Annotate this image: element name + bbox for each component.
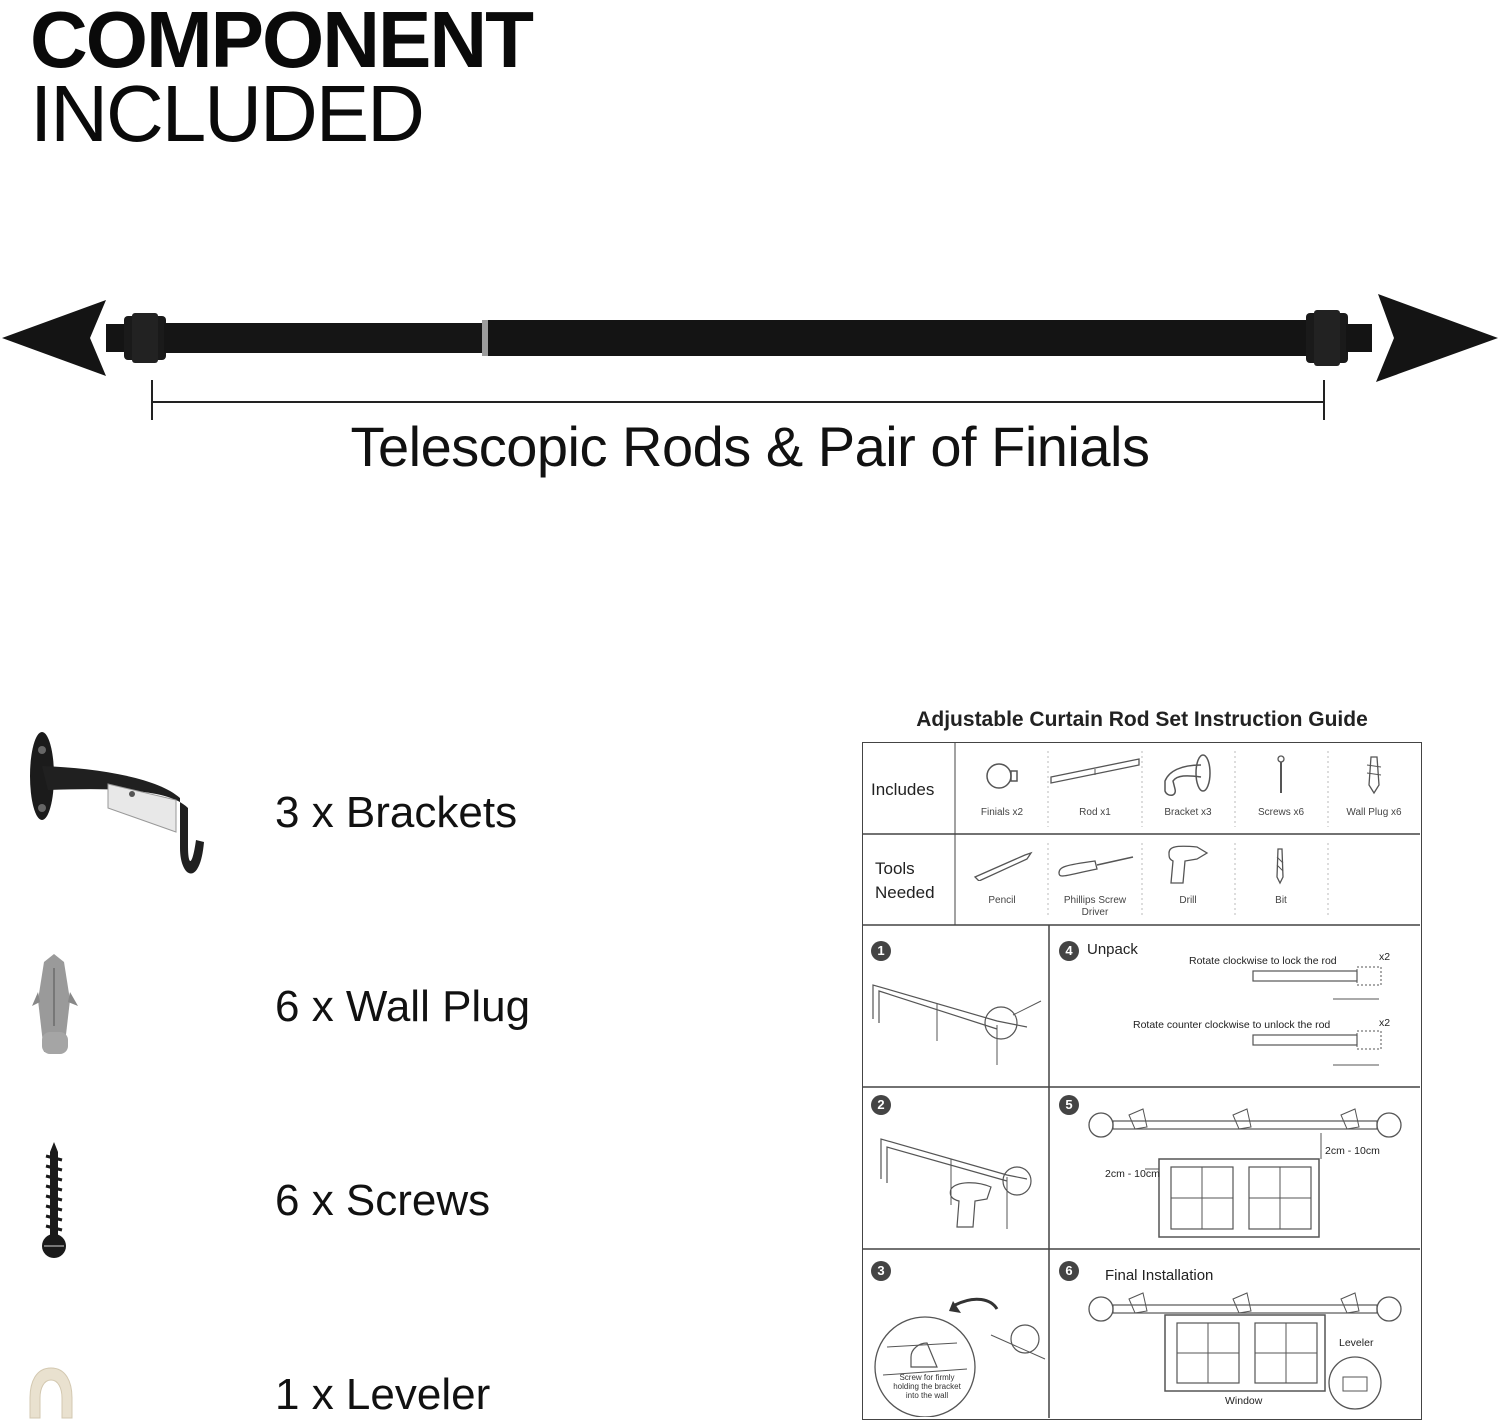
pencil-icon: [973, 851, 1033, 881]
rod-icon: [1050, 758, 1140, 784]
step-1-illustration: [872, 984, 1042, 1065]
title-included: INCLUDED: [30, 69, 425, 158]
includes-wall-plug: Wall Plug x6: [1346, 807, 1402, 818]
drill-bit-icon: [1276, 848, 1284, 885]
step-4-badge: 4: [1059, 941, 1079, 961]
step-6-leveler-label: Leveler: [1339, 1337, 1374, 1349]
step-3-note-line-3: into the wall: [905, 1391, 949, 1400]
step-3-note-line-1: Screw for firmly: [899, 1373, 955, 1382]
step-5-dim-left: 2cm - 10cm: [1105, 1168, 1160, 1180]
tool-pencil: Pencil: [988, 895, 1016, 906]
rod-joint: [482, 320, 490, 356]
leveler-icon: [29, 1367, 73, 1419]
guide-grid: [863, 743, 1420, 1418]
step-3-badge: 3: [871, 1261, 891, 1281]
screw-icon: [42, 1142, 66, 1258]
part-label-wall-plug: 6 x Wall Plug: [275, 982, 531, 1031]
step-4-illustration: [1252, 966, 1382, 1066]
step-4-x2-a: x2: [1379, 951, 1391, 963]
includes-label: Includes: [871, 780, 935, 799]
includes-bracket: Bracket x3: [1164, 807, 1212, 818]
screwdriver-icon: [1058, 856, 1134, 877]
includes-finials: Finials x2: [980, 807, 1024, 818]
step-6-title: Final Installation: [1105, 1267, 1214, 1284]
step-6-badge: 6: [1059, 1261, 1079, 1281]
tool-screwdriver-2: Driver: [1081, 907, 1109, 918]
left-finial-icon: [2, 300, 166, 376]
step-4-unlock-note: Rotate counter clockwise to unlock the r…: [1133, 1019, 1331, 1031]
step-3-note: Screw for firmly holding the bracket int…: [881, 1373, 973, 1400]
step-2-badge: 2: [871, 1095, 891, 1115]
curtain-rod-illustration: [2, 294, 1498, 420]
instruction-guide: Includes Finials x2 Rod x1 Bracket x3 Sc…: [862, 742, 1422, 1420]
title-component: COMPONENT: [30, 0, 534, 84]
part-label-leveler: 1 x Leveler: [275, 1370, 491, 1419]
wall-plug-icon: [32, 954, 78, 1054]
tools-label-2: Needed: [875, 883, 935, 902]
part-label-brackets: 3 x Brackets: [275, 788, 518, 837]
step-5-badge: 5: [1059, 1095, 1079, 1115]
guide-title: Adjustable Curtain Rod Set Instruction G…: [916, 708, 1368, 731]
includes-rod: Rod x1: [1079, 807, 1111, 818]
rod-caption: Telescopic Rods & Pair of Finials: [350, 415, 1150, 478]
step-2-illustration: [880, 1138, 1032, 1229]
step-3-note-line-2: holding the bracket: [893, 1382, 961, 1391]
bracket-small-icon: [1164, 754, 1211, 796]
step-5-illustration: [1088, 1108, 1402, 1238]
step-4-title: Unpack: [1087, 941, 1138, 958]
step-6-window-label: Window: [1225, 1395, 1263, 1407]
step-4-lock-note: Rotate clockwise to lock the rod: [1189, 955, 1337, 967]
step-1-badge: 1: [871, 941, 891, 961]
step-3-illustration: [874, 1297, 1046, 1417]
part-label-screws: 6 x Screws: [275, 1176, 491, 1225]
drill-icon: [1168, 845, 1209, 884]
step-4-x2-b: x2: [1379, 1017, 1391, 1029]
step-6-illustration: [1088, 1292, 1402, 1410]
finial-icon: [986, 763, 1018, 789]
right-finial-icon: [1306, 294, 1498, 382]
rod-outer: [488, 320, 1308, 356]
includes-screws: Screws x6: [1257, 807, 1305, 818]
tools-label-1: Tools: [875, 859, 915, 878]
tool-drill: Drill: [1179, 895, 1197, 906]
tool-bit: Bit: [1275, 895, 1287, 906]
step-5-dim-right: 2cm - 10cm: [1325, 1145, 1380, 1157]
tool-screwdriver-1: Phillips Screw: [1063, 895, 1127, 906]
bracket-icon: [30, 732, 204, 874]
rod-inner: [164, 323, 486, 353]
wall-plug-small-icon: [1366, 756, 1382, 795]
screw-small-icon: [1277, 755, 1285, 793]
